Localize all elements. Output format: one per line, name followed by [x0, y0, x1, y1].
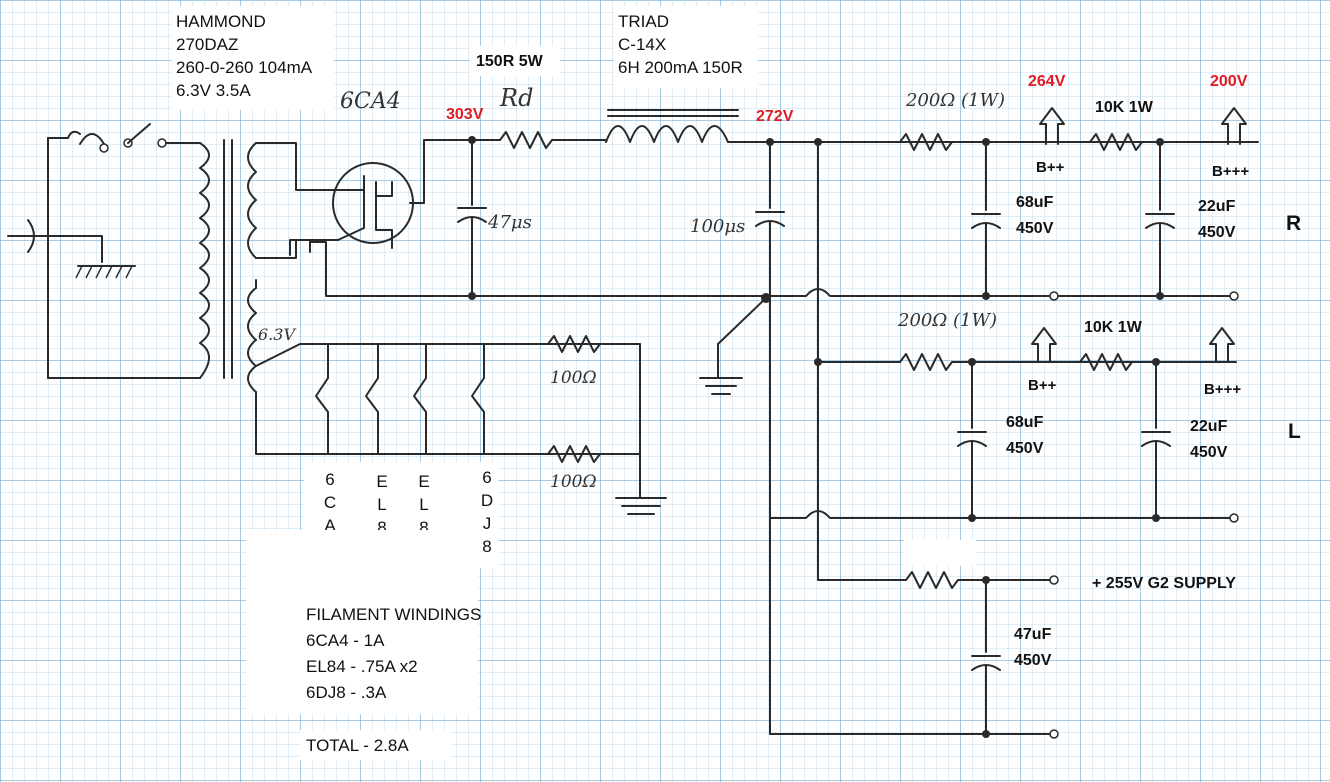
cap-47-label: 47μs — [487, 212, 532, 233]
choke-label: TRIAD C-14X 6H 200mA 150R — [618, 12, 743, 77]
b-ppp-left-label: B+++ — [1204, 381, 1242, 398]
rd-resistor-icon — [499, 131, 607, 149]
rd-rating-box — [470, 46, 560, 76]
cap-68-left-label: 68uF 450V — [1006, 414, 1044, 457]
channel-l-label: L — [1288, 420, 1301, 443]
voltage-272-label: 272V — [756, 108, 794, 125]
b-pp-r-arrow-icon — [1039, 107, 1065, 145]
g2-resistor-icon — [905, 571, 1051, 589]
g2-supply-label: + 255V G2 SUPPLY — [1092, 575, 1236, 592]
b-pp-right-label: B++ — [1036, 159, 1065, 176]
b-ppp-l-arrow-icon — [1209, 327, 1235, 363]
r10k-bottom-resistor-icon — [1079, 353, 1133, 371]
cap-22-right-label: 22uF 450V — [1198, 198, 1236, 241]
r200-top-resistor-icon — [899, 133, 953, 151]
b-pp-left-label: B++ — [1028, 377, 1057, 394]
filament-ground-icon — [615, 497, 667, 515]
b-ppp-right-label: B+++ — [1212, 163, 1250, 180]
mains-plug-icon — [7, 137, 103, 379]
ground-icon — [699, 297, 767, 395]
g2-resistor-label-box — [904, 540, 976, 566]
r10k-top-resistor-icon — [1089, 133, 1143, 151]
b-ppp-r-arrow-icon — [1221, 107, 1247, 145]
cap-47-g2-label: 47uF 450V — [1014, 626, 1052, 669]
b-pp-l-arrow-icon — [1031, 327, 1057, 363]
power-transformer-icon — [199, 139, 257, 393]
filament-total-box — [300, 730, 450, 760]
r100-bottom-label: 100Ω — [550, 472, 597, 492]
filament-note-box — [246, 530, 478, 714]
rd-symbol-label: Rd — [499, 84, 533, 112]
chassis-ground-icon — [75, 265, 136, 279]
r200-bottom-resistor-icon — [899, 353, 1237, 371]
voltage-200-label: 200V — [1210, 73, 1248, 90]
transformer-label: HAMMOND 270DAZ 260-0-260 104mA 6.3V 3.5A — [176, 12, 313, 100]
fuse-switch-icon — [47, 123, 201, 153]
r100-top-label: 100Ω — [550, 368, 597, 388]
cap-68-right-label: 68uF 450V — [1016, 194, 1054, 237]
r200-top-label: 200Ω (1W) — [905, 90, 1005, 111]
cap-100-label: 100μs — [690, 216, 745, 237]
filament-note: FILAMENT WINDINGS 6CA4 - 1A EL84 - .75A … — [306, 605, 482, 702]
r100-bottom-resistor-icon — [547, 445, 601, 463]
voltage-264-label: 264V — [1028, 73, 1066, 90]
choke-label-box — [614, 6, 758, 88]
v63-label: 6.3V — [258, 325, 296, 344]
r200-bottom-label: 200Ω (1W) — [897, 310, 997, 331]
rectifier-tube-icon — [332, 139, 473, 249]
r100-top-resistor-icon — [547, 335, 601, 353]
voltage-303-label: 303V — [446, 106, 484, 123]
cap-22-left-label: 22uF 450V — [1190, 418, 1228, 461]
transformer-label-box — [172, 6, 334, 110]
choke-icon — [605, 109, 1259, 143]
r10k-left-label: 10K 1W — [1084, 319, 1142, 336]
filament-total-label: TOTAL - 2.8A — [306, 736, 409, 755]
rd-rating-label: 150R 5W — [476, 53, 543, 70]
r10k-right-label: 10K 1W — [1095, 99, 1153, 116]
channel-r-label: R — [1286, 212, 1302, 235]
tube-6ca4-label: 6CA4 — [340, 89, 401, 114]
